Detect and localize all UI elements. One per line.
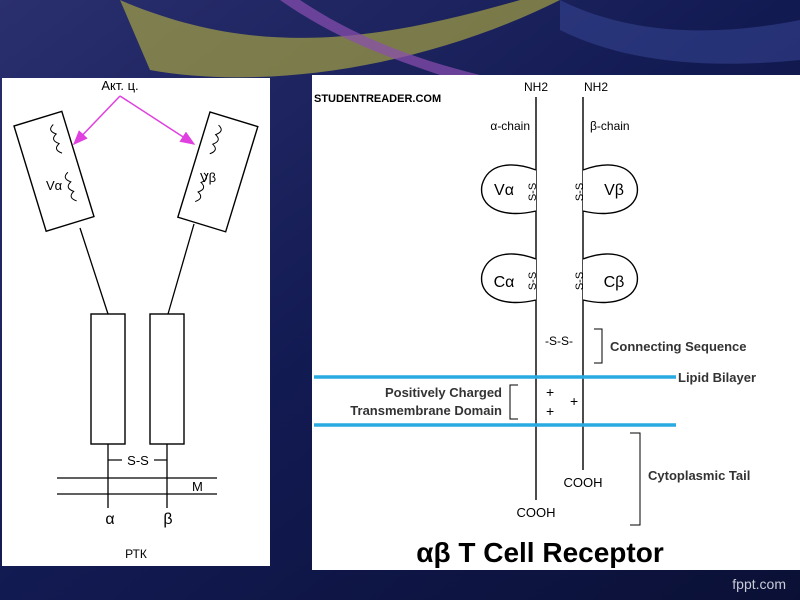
nh2-alpha-label: NH2 bbox=[524, 80, 548, 94]
v-beta-domain bbox=[176, 111, 259, 233]
v-alpha-disulfide: S-S bbox=[527, 183, 539, 201]
c-alpha-label: Cα bbox=[494, 274, 515, 291]
dna-strand-decoration bbox=[120, 0, 560, 78]
cooh-alpha-label: COOH bbox=[517, 505, 556, 520]
diagram-title: αβ T Cell Receptor bbox=[416, 537, 664, 568]
cooh-beta-label: COOH bbox=[564, 475, 603, 490]
beta-chain-label: β-chain bbox=[590, 119, 630, 133]
tm-domain-label-line2: Transmembrane Domain bbox=[350, 403, 502, 418]
active-center-label: Акт. ц. bbox=[101, 78, 138, 93]
dna-strand-decoration-2 bbox=[280, 0, 480, 75]
c-beta-disulfide: S-S bbox=[574, 272, 586, 290]
tcr-schematic-diagram: Акт. ц. Vα Vβ S-S M α bbox=[13, 78, 259, 561]
v-alpha-domain bbox=[480, 164, 537, 215]
alpha-positive-charge-2: + bbox=[546, 403, 554, 419]
beta-positive-charge: + bbox=[570, 393, 578, 409]
connecting-sequence-bracket bbox=[594, 328, 603, 364]
connecting-sequence-label: Connecting Sequence bbox=[610, 339, 747, 354]
nh2-beta-label: NH2 bbox=[584, 80, 608, 94]
dna-strand-decoration-3 bbox=[560, 0, 800, 64]
ab-tcr-structure-panel: STUDENTREADER.COM NH2 NH2 α-chain β-chai… bbox=[312, 75, 800, 570]
c-alpha-domain bbox=[480, 253, 537, 304]
arrow-to-v-beta bbox=[119, 95, 196, 145]
interchain-bridge-bg bbox=[538, 334, 581, 348]
beta-chain-label: β bbox=[163, 511, 172, 528]
tm-domain-label-line1: Positively Charged bbox=[385, 385, 502, 400]
watermark-label: fppt.com bbox=[732, 576, 786, 592]
membrane-label: M bbox=[192, 479, 203, 494]
interchain-disulfide-label: S-S bbox=[127, 453, 149, 468]
v-alpha-label: Vα bbox=[494, 182, 514, 199]
c-beta-domain bbox=[149, 313, 185, 445]
source-label: STUDENTREADER.COM bbox=[314, 93, 441, 105]
arrow-to-v-alpha bbox=[72, 95, 121, 146]
v-beta-domain bbox=[582, 164, 639, 215]
alpha-hinge-line bbox=[79, 227, 109, 315]
left-caption: РТК bbox=[125, 547, 147, 561]
beta-hinge-line bbox=[167, 223, 195, 315]
v-alpha-domain bbox=[13, 110, 95, 233]
v-beta-label: Vβ bbox=[604, 182, 624, 199]
ab-tcr-diagram: STUDENTREADER.COM NH2 NH2 α-chain β-chai… bbox=[314, 80, 756, 568]
cytoplasmic-tail-label: Cytoplasmic Tail bbox=[648, 468, 750, 483]
v-beta-label: Vβ bbox=[200, 170, 216, 185]
c-beta-domain bbox=[582, 253, 639, 304]
tcr-schematic-panel: Акт. ц. Vα Vβ S-S M α bbox=[2, 78, 270, 566]
v-alpha-label: Vα bbox=[46, 178, 63, 193]
c-alpha-disulfide: S-S bbox=[527, 272, 539, 290]
alpha-positive-charge-1: + bbox=[546, 384, 554, 400]
alpha-chain-label: α-chain bbox=[490, 119, 530, 133]
lipid-bilayer-label: Lipid Bilayer bbox=[678, 370, 756, 385]
c-alpha-domain bbox=[90, 313, 126, 445]
interchain-disulfide-label: -S-S- bbox=[545, 334, 573, 348]
tm-domain-bracket bbox=[509, 384, 518, 420]
v-beta-disulfide: S-S bbox=[574, 183, 586, 201]
c-beta-label: Cβ bbox=[604, 274, 625, 291]
alpha-chain-label: α bbox=[105, 511, 114, 528]
cytoplasmic-tail-bracket bbox=[630, 432, 641, 526]
